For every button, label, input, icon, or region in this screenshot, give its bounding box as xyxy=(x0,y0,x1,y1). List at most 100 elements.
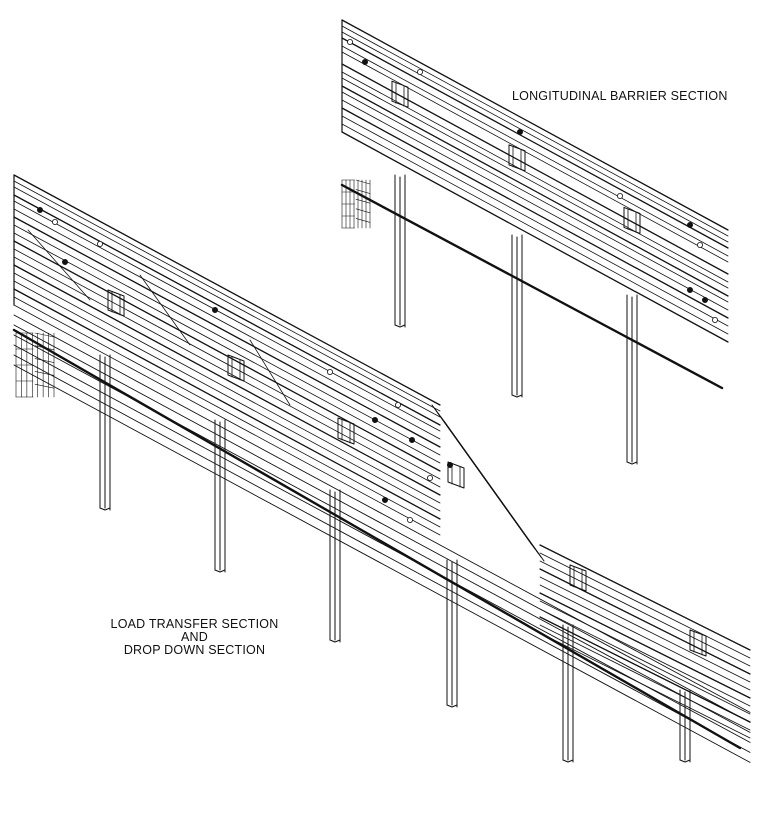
bottom-rail-line xyxy=(13,264,441,496)
under-rail-line xyxy=(13,364,751,763)
top-bolt-8 xyxy=(712,316,719,323)
bottom-soil-hatch-d xyxy=(34,383,55,389)
bottom-post-1-foot xyxy=(214,569,221,573)
lower-rail-line xyxy=(539,552,751,659)
top-rail-line xyxy=(341,45,729,257)
top-rail-line xyxy=(341,99,729,311)
bottom-blockout-1 xyxy=(227,354,245,382)
bottom-rail-line xyxy=(13,194,441,426)
top-bolt-3 xyxy=(517,128,524,135)
bottom-rail-line xyxy=(13,280,441,512)
lower-rail-line xyxy=(539,560,751,667)
top-rail-line xyxy=(341,77,729,289)
bottom-bolt-6 xyxy=(371,416,378,423)
top-post-2-foot xyxy=(626,461,633,465)
bottom-rail-line xyxy=(13,200,441,432)
bottom-bolt-8 xyxy=(408,436,415,443)
load-transfer-label: LOAD TRANSFER SECTION AND DROP DOWN SECT… xyxy=(92,618,297,657)
top-post-2-foot xyxy=(631,461,638,465)
top-soil-hatch-d xyxy=(355,179,371,185)
lower-rail-line xyxy=(539,544,751,651)
bottom-bolt-12 xyxy=(446,461,453,468)
lower-rail-line xyxy=(539,608,751,715)
bottom-blockout-4 xyxy=(569,564,587,592)
top-bolt-5 xyxy=(687,221,694,228)
bottom-bolt-0 xyxy=(37,206,44,213)
top-blockout-0 xyxy=(391,80,409,108)
bottom-rail-line xyxy=(13,272,441,504)
load-transfer-label-line3: DROP DOWN SECTION xyxy=(123,643,266,657)
bottom-rail-line xyxy=(13,256,441,488)
lower-rail-line xyxy=(539,616,751,723)
under-rail-line xyxy=(13,344,751,743)
bottom-post-5-foot xyxy=(684,759,691,763)
lower-rail-line xyxy=(539,592,751,699)
bottom-soil-hatch-d xyxy=(34,332,55,338)
bottom-post-3-foot xyxy=(446,704,453,708)
top-blockout-2 xyxy=(623,206,641,234)
bottom-bolt-9 xyxy=(426,474,433,481)
bottom-rail-line xyxy=(13,240,441,472)
bottom-rail-line xyxy=(13,224,441,456)
bottom-soil-hatch-d xyxy=(34,371,55,376)
bottom-post-2-foot xyxy=(334,639,341,643)
bottom-rail-line xyxy=(13,304,441,536)
top-rail-line xyxy=(341,123,729,335)
dropdown-rail xyxy=(443,420,545,562)
top-post-1-foot xyxy=(516,394,523,398)
linework xyxy=(12,19,751,763)
top-bolt-7 xyxy=(702,296,709,303)
lower-rail-line xyxy=(539,576,751,683)
top-rail-line xyxy=(341,131,729,343)
top-rail-line xyxy=(341,19,729,231)
bottom-post-4-foot xyxy=(562,759,569,763)
top-bolt-0 xyxy=(346,39,353,46)
bottom-soil-hatch-d xyxy=(34,358,55,363)
bottom-post-5-foot xyxy=(679,759,686,763)
bottom-post-0-foot xyxy=(104,507,111,511)
top-ground-line xyxy=(340,183,724,390)
bottom-blockout-3 xyxy=(447,461,465,489)
top-soil-hatch-d xyxy=(355,198,371,204)
bottom-rail-line xyxy=(13,296,441,528)
bottom-blockout-0 xyxy=(107,289,125,317)
top-rail-line xyxy=(341,25,729,237)
top-post-0-foot xyxy=(399,324,406,328)
lower-rail-line xyxy=(539,568,751,675)
under-rail-line xyxy=(13,324,751,723)
bottom-bolt-2 xyxy=(62,258,69,265)
top-soil-hatch-d xyxy=(355,218,371,223)
brace xyxy=(249,339,291,406)
under-rail-line xyxy=(13,354,751,753)
bottom-rail-line xyxy=(13,208,441,440)
load-transfer-label-line2: AND xyxy=(181,630,208,644)
top-bolt-4 xyxy=(617,192,624,199)
bottom-blockout-5 xyxy=(689,629,707,657)
top-rail-line xyxy=(341,37,729,249)
top-rail-line xyxy=(341,63,729,275)
lower-rail-line xyxy=(539,584,751,691)
bottom-bolt-10 xyxy=(381,496,388,503)
top-rail-line xyxy=(341,31,729,243)
top-bolt-2 xyxy=(416,69,423,76)
bottom-bolt-11 xyxy=(406,517,413,524)
top-bolt-9 xyxy=(687,286,694,293)
under-rail-line xyxy=(13,314,751,713)
lower-rail-line xyxy=(539,600,751,707)
top-rail-line xyxy=(341,115,729,327)
top-post-0-foot xyxy=(394,324,401,328)
bottom-bolt-3 xyxy=(97,240,104,247)
top-rail-line xyxy=(341,85,729,297)
top-rail-line xyxy=(341,107,729,319)
bottom-bolt-5 xyxy=(326,368,333,375)
bottom-rail-line xyxy=(13,288,441,520)
top-soil-hatch-d xyxy=(355,189,371,194)
brace xyxy=(139,274,191,346)
top-blockout-1 xyxy=(508,144,526,172)
bottom-rail-line xyxy=(13,216,441,448)
bottom-post-1-foot xyxy=(219,569,226,573)
load-transfer-label-line1: LOAD TRANSFER SECTION xyxy=(110,617,279,631)
brace xyxy=(27,229,91,301)
bottom-bolt-4 xyxy=(211,306,218,313)
